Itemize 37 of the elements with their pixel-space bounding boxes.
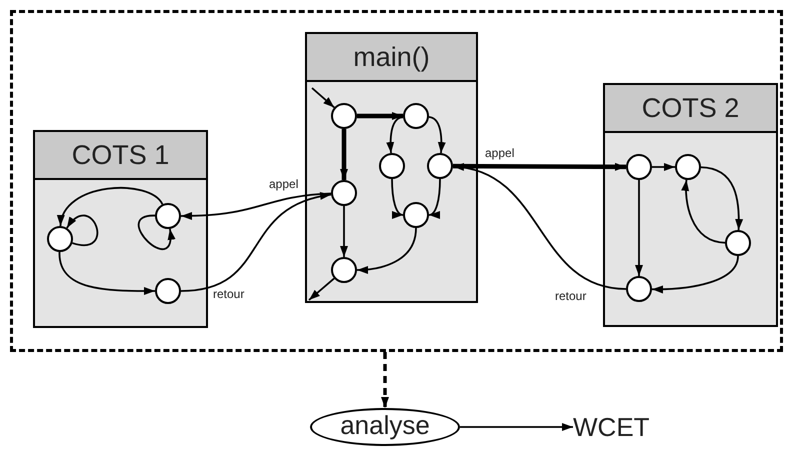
edge-label: appel <box>268 178 300 190</box>
arrow <box>66 214 98 246</box>
arrow <box>635 180 643 276</box>
arrow <box>340 206 348 257</box>
arrow <box>311 87 335 108</box>
arrow <box>138 214 174 250</box>
arrow <box>452 162 626 171</box>
arrow <box>308 278 335 301</box>
edge-label: appel <box>484 147 516 159</box>
arrow <box>356 228 417 274</box>
arrow <box>357 112 403 120</box>
arrow <box>652 163 675 171</box>
output-label: WCET <box>573 414 653 440</box>
arrow <box>391 178 404 217</box>
box-title: main() <box>353 40 430 74</box>
process-label: analyse <box>340 412 430 442</box>
edge-label: retour <box>554 290 588 302</box>
component-box <box>305 32 478 303</box>
component-box <box>603 83 778 327</box>
box-title: COTS 1 <box>72 138 170 172</box>
arrow <box>58 187 164 226</box>
arrow <box>340 129 348 180</box>
dashed-frame <box>10 10 783 352</box>
arrow <box>700 166 743 230</box>
arrow <box>386 116 404 154</box>
arrow <box>682 180 726 244</box>
arrow <box>428 116 446 154</box>
arrow <box>58 252 155 295</box>
component-box <box>33 130 208 328</box>
box-title: COTS 2 <box>642 92 740 125</box>
arrow <box>180 192 332 292</box>
arrow <box>652 256 739 294</box>
dashed-arrow <box>381 352 389 408</box>
edge-label: retour <box>212 288 246 300</box>
arrow <box>460 423 573 431</box>
arrow <box>428 178 441 217</box>
arrow <box>180 192 332 220</box>
